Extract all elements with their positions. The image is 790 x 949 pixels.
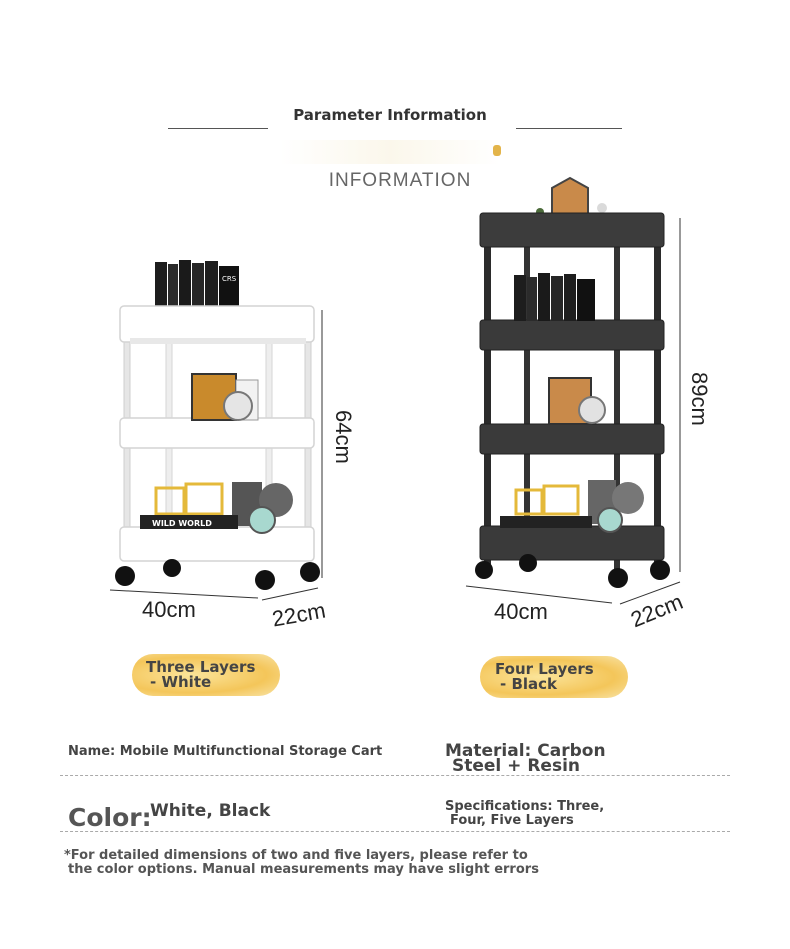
black-cart-image [475, 176, 670, 588]
spec-specifications: Specifications: Three, Four, Five Layers [445, 800, 604, 828]
header-rule-left [168, 128, 268, 129]
spec-color-label: Color: [68, 803, 152, 832]
spec-divider-1 [60, 775, 730, 776]
variant-badge-line1: Four Layers [495, 660, 594, 678]
book-label: CRS [222, 275, 237, 283]
footnote-line2: the color options. Manual measurements m… [68, 862, 539, 877]
white-cart-books: CRS [155, 260, 239, 308]
black-width-label: 40cm [494, 599, 548, 624]
header-rule-right [516, 128, 622, 129]
variant-badge-line2: - White [150, 673, 212, 691]
spec-material-line2: Steel + Resin [452, 756, 581, 776]
spec-material-line1: Material: Carbon [445, 741, 606, 761]
variant-badge-line2: - Black [500, 675, 558, 693]
variant-badge-four-layers: Four Layers - Black [480, 656, 628, 698]
spec-color-value: White, Black [150, 801, 271, 821]
page-subtitle: INFORMATION [328, 170, 472, 191]
black-height-label: 89cm [687, 372, 712, 426]
white-height-label: 64cm [331, 410, 356, 464]
variant-badge-line1: Three Layers [146, 658, 256, 676]
spec-specifications-line1: Specifications: Three, [445, 799, 605, 814]
title-accent-dot [493, 145, 501, 156]
white-cart-dimension-lines [109, 310, 323, 601]
spec-material: Material: Carbon Steel + Resin [445, 741, 606, 776]
box-label: WILD WORLD [152, 519, 212, 528]
spec-specifications-line2: Four, Five Layers [450, 813, 574, 828]
variant-badge-three-layers: Three Layers - White [132, 654, 280, 696]
title-glow [280, 140, 500, 164]
black-cart-dimension-lines [465, 218, 681, 605]
page-title: Parameter Information [293, 106, 487, 124]
spec-divider-2 [60, 831, 730, 832]
white-width-label: 40cm [142, 597, 196, 622]
white-cart-image: CRS WILD WORLD [115, 260, 320, 590]
spec-name: Name: Mobile Multifunctional Storage Car… [68, 744, 383, 759]
footnote: *For detailed dimensions of two and five… [64, 849, 539, 877]
footnote-line1: *For detailed dimensions of two and five… [64, 848, 528, 863]
